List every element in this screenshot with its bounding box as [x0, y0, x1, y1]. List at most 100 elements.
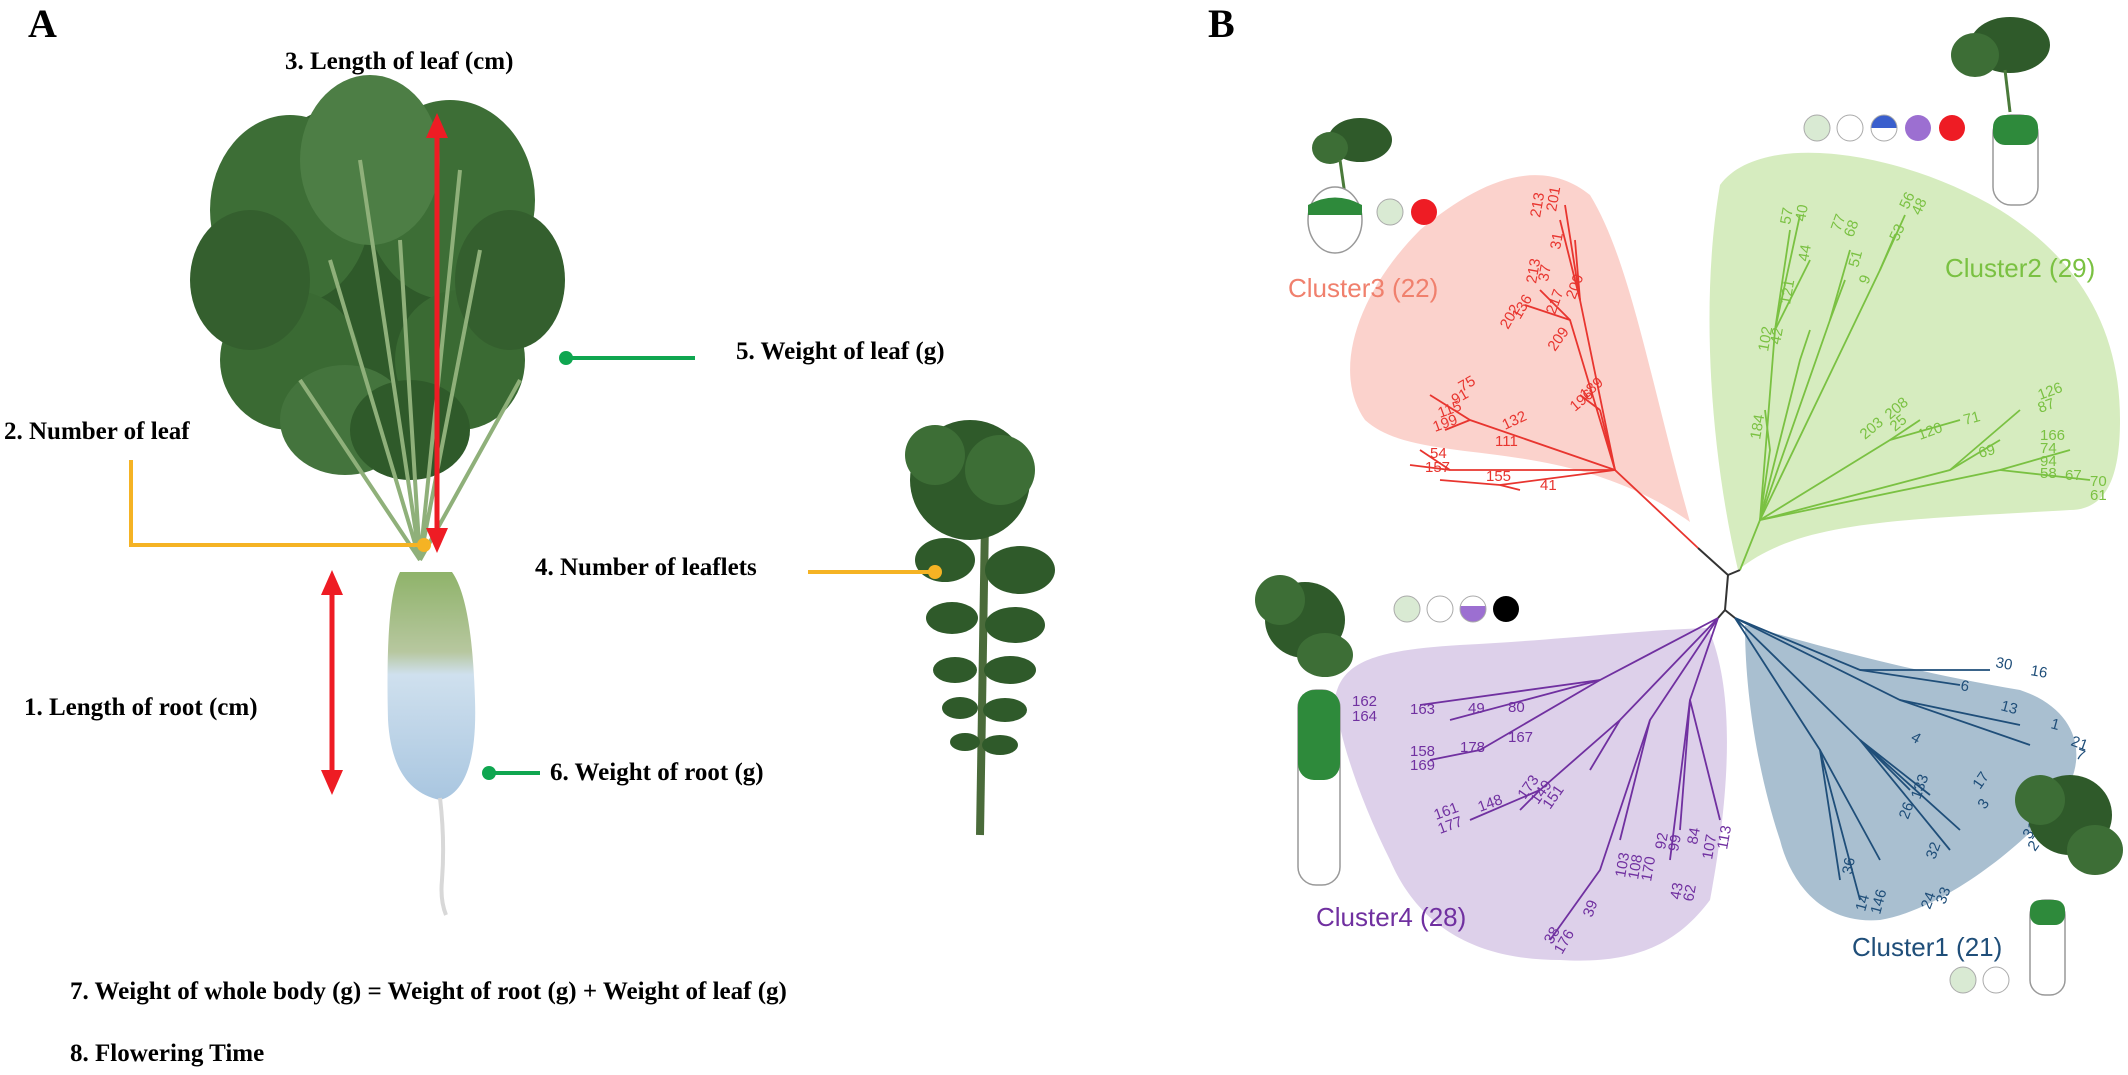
svg-text:121: 121: [1777, 278, 1798, 306]
svg-text:80: 80: [1508, 699, 1525, 716]
svg-text:14: 14: [1852, 893, 1873, 914]
trait-length-of-leaf: 3. Length of leaf (cm): [285, 48, 514, 75]
cluster2-branches: [1739, 214, 2091, 571]
svg-text:33: 33: [1933, 885, 1955, 906]
svg-text:40: 40: [1792, 203, 1812, 222]
cluster4-label: Cluster4 (28): [1316, 902, 1467, 932]
weight-of-root-callout: [482, 766, 540, 780]
cluster1-plant-icon: [2015, 775, 2123, 996]
svg-text:68: 68: [1841, 218, 1863, 239]
number-of-leaf-callout: [129, 460, 431, 552]
svg-text:77: 77: [1828, 212, 1850, 233]
svg-text:21: 21: [2069, 733, 2090, 755]
svg-text:213: 213: [1527, 191, 1548, 219]
trait-weight-of-whole-body: 7. Weight of whole body (g) = Weight of …: [70, 978, 787, 1005]
svg-text:213: 213: [1523, 257, 1544, 285]
svg-text:163: 163: [1410, 701, 1435, 718]
plant-foliage: [190, 75, 565, 562]
svg-text:169: 169: [1410, 757, 1435, 774]
svg-text:92: 92: [1652, 831, 1672, 850]
svg-text:102: 102: [1755, 325, 1776, 353]
svg-text:41: 41: [1540, 477, 1557, 494]
svg-text:57: 57: [1777, 206, 1797, 225]
svg-text:67: 67: [2065, 467, 2082, 484]
svg-text:49: 49: [1468, 700, 1485, 717]
svg-text:42: 42: [1767, 326, 1787, 345]
svg-text:43: 43: [1667, 881, 1687, 900]
radish-root: [387, 572, 476, 916]
svg-text:178: 178: [1460, 739, 1485, 756]
svg-text:170: 170: [1638, 855, 1659, 883]
trait-number-of-leaflets: 4. Number of leaflets: [535, 554, 757, 581]
svg-text:108: 108: [1625, 853, 1646, 881]
svg-text:38: 38: [1541, 924, 1564, 947]
svg-text:56: 56: [1896, 189, 1918, 211]
cluster3-color-dots: [1376, 198, 1437, 226]
cluster1-color-dots: [1949, 966, 2010, 994]
svg-text:167: 167: [1508, 729, 1533, 746]
svg-text:16: 16: [2029, 662, 2048, 682]
cluster1-region: [1745, 625, 2077, 921]
cluster2-region: [1709, 152, 2120, 571]
svg-text:157: 157: [1425, 459, 1450, 476]
leaf-length-arrow: [426, 113, 448, 553]
svg-text:51: 51: [1845, 249, 1866, 270]
weight-of-leaf-callout: [559, 351, 695, 365]
trait-flowering-time: 8. Flowering Time: [70, 1040, 265, 1067]
cluster1-branches: [1734, 617, 2031, 901]
svg-text:53: 53: [1886, 221, 1908, 243]
svg-text:113: 113: [1714, 824, 1735, 851]
cluster4-color-dots: [1393, 595, 1519, 623]
svg-text:75: 75: [1456, 372, 1479, 395]
svg-text:107: 107: [1699, 833, 1720, 861]
svg-text:17: 17: [1969, 769, 1992, 792]
cluster4-plant-icon: [1255, 575, 1353, 886]
panel-b-letter: B: [1208, 1, 1235, 46]
panel-a-letter: A: [28, 1, 57, 46]
svg-text:30: 30: [1994, 654, 2013, 674]
svg-text:6: 6: [1959, 677, 1970, 695]
svg-text:111: 111: [1495, 433, 1518, 450]
number-of-leaflets-callout: [808, 565, 942, 579]
radish-plant-illustration: [129, 75, 1055, 916]
single-leaf-illustration: [905, 420, 1055, 836]
svg-text:146: 146: [1867, 887, 1890, 916]
tree-center: [1697, 547, 1741, 619]
svg-text:24: 24: [1918, 890, 1940, 911]
svg-text:32: 32: [1923, 840, 1945, 861]
trait-number-of-leaf: 2. Number of leaf: [4, 418, 190, 445]
svg-text:48: 48: [1908, 195, 1930, 217]
trait-length-of-root: 1. Length of root (cm): [24, 694, 258, 721]
trait-weight-of-leaf: 5. Weight of leaf (g): [736, 338, 945, 365]
svg-text:201: 201: [1543, 185, 1564, 213]
svg-text:84: 84: [1684, 826, 1704, 845]
svg-text:13: 13: [1999, 697, 2020, 718]
svg-text:69: 69: [1977, 441, 1998, 462]
svg-text:39: 39: [1580, 898, 1602, 919]
root-length-arrow: [321, 570, 343, 795]
cluster1-label: Cluster1 (21): [1852, 932, 2003, 962]
svg-text:61: 61: [2090, 487, 2107, 504]
cluster3-label: Cluster3 (22): [1288, 273, 1439, 303]
svg-text:26: 26: [1896, 800, 1918, 821]
svg-text:31: 31: [1547, 231, 1567, 250]
svg-text:94: 94: [2040, 453, 2057, 470]
svg-text:164: 164: [1352, 708, 1377, 725]
svg-text:70: 70: [2090, 473, 2107, 490]
cluster2-plant-icon: [1951, 17, 2050, 206]
trait-weight-of-root: 6. Weight of root (g): [550, 759, 764, 786]
svg-text:54: 54: [1430, 445, 1447, 462]
cluster3-branches: [1409, 204, 1699, 549]
cluster2-label: Cluster2 (29): [1945, 253, 2096, 283]
svg-text:166: 166: [2040, 427, 2065, 444]
cluster3-plant-icon: [1307, 118, 1392, 254]
svg-text:36: 36: [1839, 856, 1859, 875]
svg-text:71: 71: [1962, 408, 1983, 429]
svg-text:37: 37: [1535, 263, 1555, 282]
svg-text:162: 162: [1352, 693, 1377, 710]
svg-text:184: 184: [1747, 413, 1768, 441]
svg-text:58: 58: [2040, 465, 2057, 482]
svg-text:62: 62: [1680, 883, 1700, 902]
svg-text:155: 155: [1486, 468, 1511, 485]
